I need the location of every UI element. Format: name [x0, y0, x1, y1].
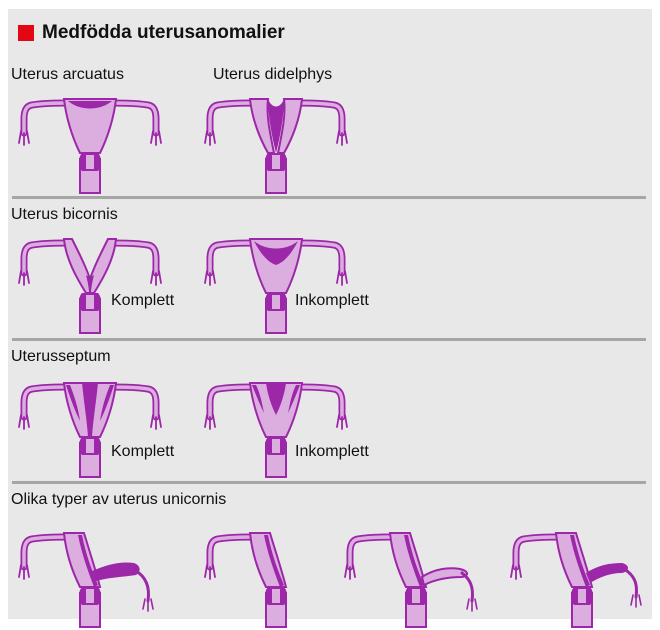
uterus-unicornis-type-2-illustration [205, 533, 287, 627]
uterus-anomalies-panel: Medfödda uterusanomalier Uterus arcuatus… [8, 9, 652, 619]
uterusseptum-komplett-illustration [19, 383, 161, 477]
uterus-illustrations [8, 9, 652, 619]
uterus-unicornis-type-3-illustration [345, 533, 477, 627]
uterus-bicornis-komplett-illustration [19, 239, 161, 333]
uterusseptum-inkomplett-illustration [205, 383, 347, 477]
uterus-bicornis-inkomplett-illustration [205, 239, 347, 333]
uterus-unicornis-type-4-illustration [511, 533, 641, 627]
uterus-didelphys-illustration [205, 99, 347, 193]
uterus-arcuatus-illustration [19, 99, 161, 193]
uterus-unicornis-type-1-illustration [19, 533, 153, 627]
